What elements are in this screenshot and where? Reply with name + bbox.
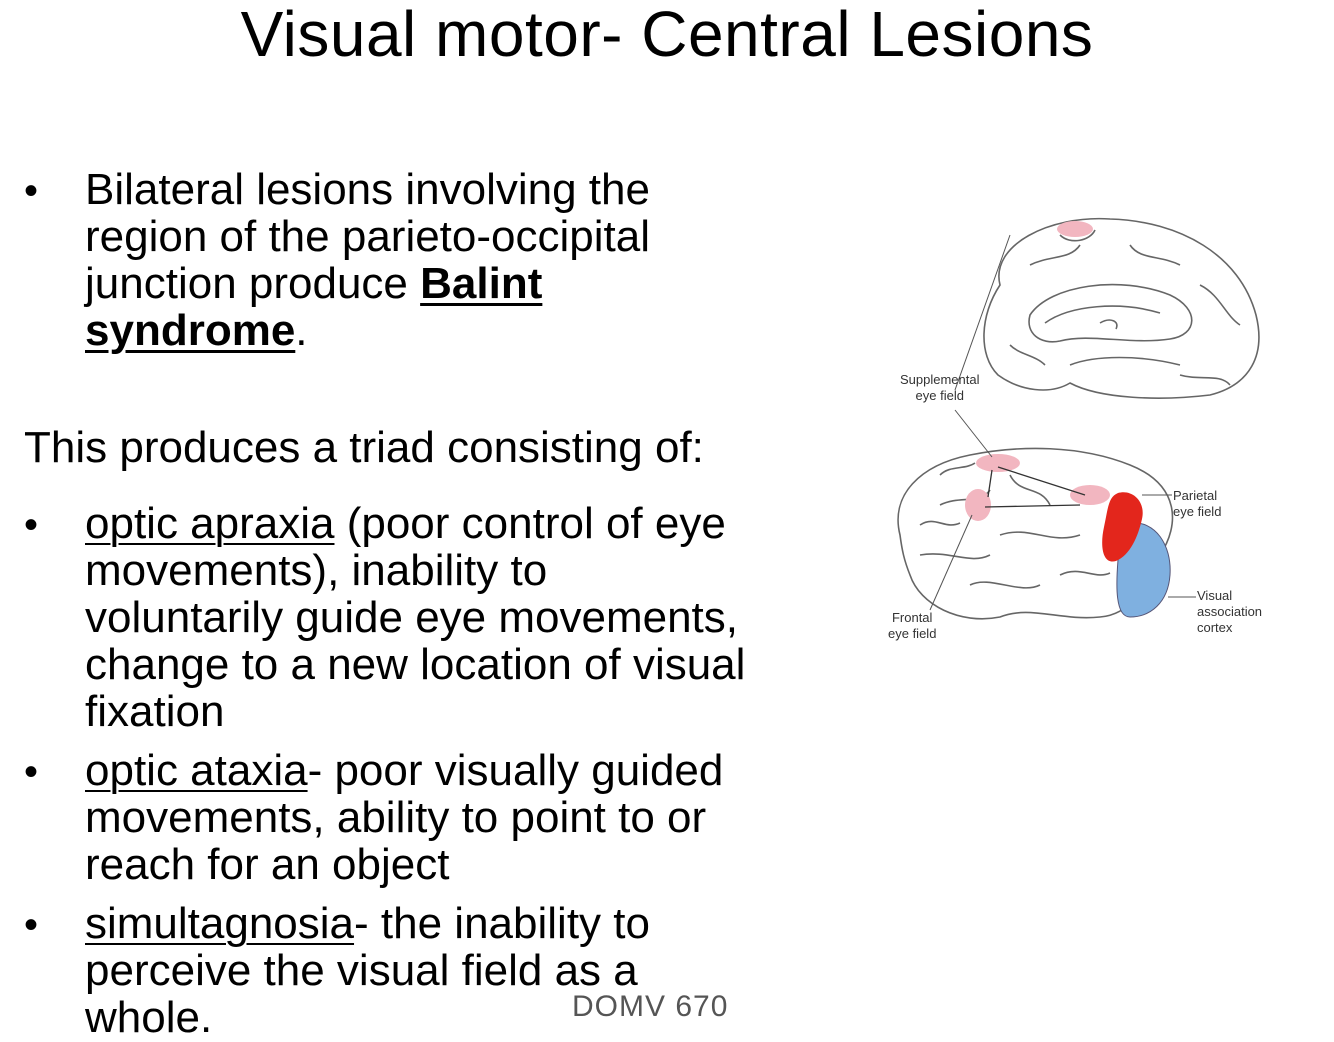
label-line: eye field: [888, 626, 937, 641]
item-line: change to a new location of visual: [85, 640, 746, 689]
item-line: optic apraxia (poor control of eye: [85, 500, 726, 547]
item-line-rest: (poor control of eye: [334, 499, 726, 548]
intro-line-4: syndrome.: [85, 307, 308, 354]
intro-line-3-text: junction produce: [85, 259, 421, 308]
label-frontal-eye-field: Frontal eye field: [888, 610, 936, 642]
label-line: eye field: [1173, 504, 1222, 519]
label-line: Parietal: [1173, 488, 1218, 503]
item-line-rest: - poor visually guided: [307, 746, 724, 795]
item-line: movements), inability to: [85, 546, 548, 595]
supplemental-eye-field: [976, 454, 1020, 472]
balint-term: Balint: [420, 259, 543, 308]
slide-title: Visual motor- Central Lesions: [240, 0, 1094, 70]
course-code-footer: DOMV 670: [572, 990, 729, 1023]
intro-line-1: Bilateral lesions involving the: [85, 165, 650, 214]
item-line: voluntarily guide eye movements,: [85, 593, 738, 642]
triad-heading: This produces a triad consisting of:: [24, 423, 704, 472]
bullet-marker: •: [24, 169, 39, 213]
intro-period: .: [295, 306, 308, 355]
term-optic-ataxia: optic ataxia: [85, 746, 308, 795]
label-supplemental-eye-field: Supplemental eye field: [900, 372, 980, 404]
label-line: Supplemental: [900, 372, 980, 387]
syndrome-term: syndrome: [85, 306, 296, 355]
supplemental-eye-field-medial: [1057, 221, 1093, 237]
bullet-marker: •: [24, 903, 39, 947]
label-line: Frontal: [891, 610, 933, 625]
connection-arrows: [984, 466, 1086, 508]
item-line: reach for an object: [85, 840, 450, 889]
frontal-eye-field: [965, 489, 991, 521]
label-line: Visual: [1197, 588, 1233, 603]
medial-brain-view: [983, 217, 1260, 399]
bullet-marker: •: [24, 503, 39, 547]
term-simultagnosia: simultagnosia: [85, 899, 355, 948]
term-optic-apraxia: optic apraxia: [85, 499, 335, 548]
item-line-rest: - the inability to: [354, 899, 650, 948]
leader-lines: [929, 234, 1196, 611]
item-line: optic ataxia- poor visually guided: [85, 747, 723, 794]
parietal-eye-field-pink: [1070, 485, 1110, 505]
item-line: perceive the visual field as a: [85, 946, 638, 995]
label-visual-association-cortex: Visual association cortex: [1197, 588, 1262, 636]
intro-line-3: junction produce Balint: [85, 260, 542, 307]
intro-line-2: region of the parieto-occipital: [85, 212, 650, 261]
item-line: movements, ability to point to or: [85, 793, 707, 842]
brain-diagram: [897, 217, 1260, 620]
label-line: eye field: [915, 388, 964, 403]
brain-eye-fields-figure: Supplemental eye field Parietal eye fiel…: [880, 205, 1300, 655]
item-line: whole.: [85, 993, 213, 1042]
item-line: fixation: [85, 687, 225, 736]
label-line: cortex: [1197, 620, 1233, 635]
label-parietal-eye-field: Parietal eye field: [1173, 488, 1221, 520]
bullet-marker: •: [24, 750, 39, 794]
item-line: simultagnosia- the inability to: [85, 900, 650, 947]
lesion-marker: [1102, 492, 1143, 562]
label-line: association: [1197, 604, 1263, 619]
